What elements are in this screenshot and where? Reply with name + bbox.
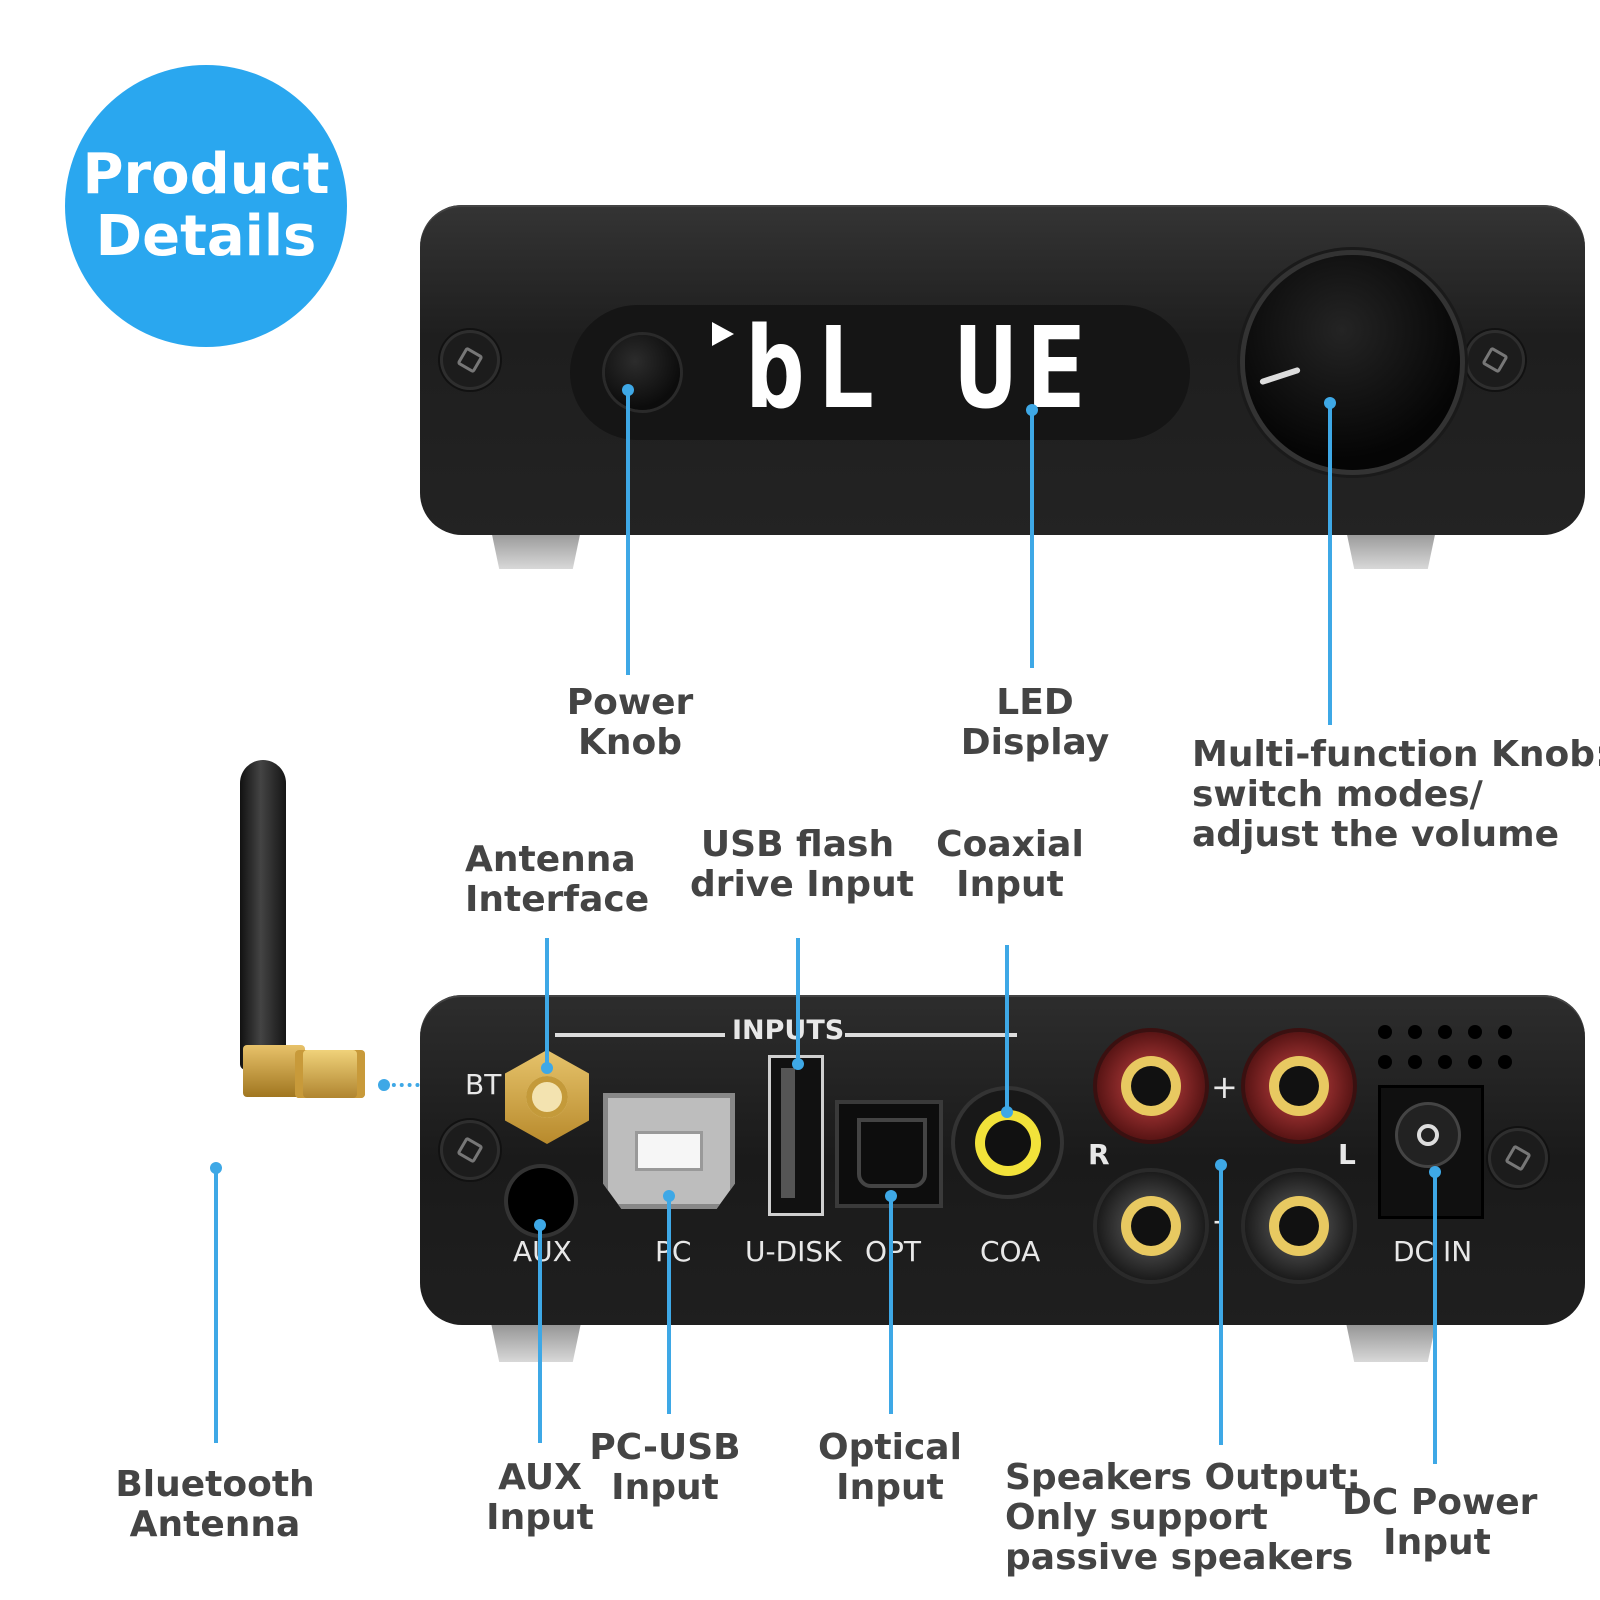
leader-dc-power	[1433, 1172, 1437, 1464]
callout-led-display: LED Display	[960, 682, 1110, 763]
leader-dot-coaxial	[1001, 1106, 1013, 1118]
power-knob[interactable]	[605, 335, 680, 410]
leader-dot-multi-knob	[1324, 397, 1336, 409]
led-play-indicator-icon	[712, 322, 734, 346]
port-label-coa: COA	[980, 1235, 1041, 1268]
usb-flash-port[interactable]	[768, 1055, 824, 1216]
callout-usb-flash: USB flash drive Input	[690, 824, 914, 905]
leader-dot-aux-input	[534, 1219, 546, 1231]
port-label-dcin: DC IN	[1393, 1235, 1473, 1268]
leader-dot-dc-power	[1429, 1166, 1441, 1178]
port-label-aux: AUX	[513, 1235, 572, 1268]
speaker-post-r-minus[interactable]	[1097, 1172, 1205, 1280]
speaker-post-l-minus[interactable]	[1245, 1172, 1353, 1280]
callout-dc-power: DC Power Input	[1342, 1482, 1538, 1563]
callout-aux-input: AUX Input	[486, 1457, 594, 1538]
back-foot-right	[1345, 1318, 1437, 1362]
vent-hole	[1468, 1025, 1482, 1039]
led-display-text: bL UE	[745, 302, 1097, 435]
antenna-connector-sma	[295, 1050, 365, 1098]
vent-hole	[1408, 1025, 1422, 1039]
leader-usb-flash	[796, 938, 800, 1063]
vent-hole	[1468, 1055, 1482, 1069]
leader-speakers	[1219, 1165, 1223, 1445]
back-screw-right-icon	[1488, 1128, 1548, 1188]
vent-hole	[1408, 1055, 1422, 1069]
callout-power-knob: Power Knob	[566, 682, 694, 763]
antenna-link-dot	[378, 1079, 390, 1091]
leader-dot-bluetooth-antenna	[210, 1162, 222, 1174]
port-label-opt: OPT	[865, 1235, 922, 1268]
leader-dot-speakers	[1215, 1159, 1227, 1171]
vent-hole	[1498, 1025, 1512, 1039]
leader-dot-optical	[885, 1190, 897, 1202]
port-label-pc: PC	[655, 1235, 692, 1268]
callout-optical: Optical Input	[818, 1427, 962, 1508]
badge-line-2: Details	[95, 204, 317, 269]
callout-bluetooth-antenna: Bluetooth Antenna	[115, 1464, 315, 1545]
vent-hole	[1438, 1055, 1452, 1069]
leader-power-knob	[626, 390, 630, 675]
leader-dot-power-knob	[622, 384, 634, 396]
leader-dot-usb-flash	[792, 1058, 804, 1070]
dc-power-port[interactable]	[1398, 1105, 1458, 1165]
product-details-badge: Product Details	[65, 65, 347, 347]
optical-input-port[interactable]	[835, 1100, 943, 1208]
pc-usb-port[interactable]	[603, 1093, 735, 1209]
callout-multi-knob: Multi-function Knob: switch modes/ adjus…	[1192, 734, 1600, 855]
callout-antenna-interface: Antenna Interface	[465, 839, 650, 920]
leader-multi-knob	[1328, 403, 1332, 725]
port-label-plus: +	[1211, 1068, 1238, 1106]
port-label-l: L	[1338, 1138, 1356, 1171]
back-screw-left-icon	[440, 1120, 500, 1180]
leader-dot-led-display	[1026, 404, 1038, 416]
leader-bluetooth-antenna	[214, 1168, 218, 1443]
callout-coaxial: Coaxial Input	[936, 824, 1084, 905]
vent-hole	[1378, 1055, 1392, 1069]
inputs-divider-left	[555, 1033, 725, 1037]
multi-function-knob[interactable]	[1245, 255, 1460, 470]
front-screw-right-icon	[1465, 330, 1525, 390]
bluetooth-antenna	[228, 760, 298, 1085]
speaker-post-l-plus[interactable]	[1245, 1032, 1353, 1140]
antenna-body	[240, 760, 286, 1070]
back-foot-left	[490, 1318, 582, 1362]
inputs-divider-right	[845, 1033, 1017, 1037]
badge-line-1: Product	[82, 142, 330, 207]
port-label-udisk: U-DISK	[745, 1235, 842, 1268]
callout-speakers: Speakers Output: Only support passive sp…	[1005, 1457, 1361, 1578]
vent-hole	[1378, 1025, 1392, 1039]
leader-led-display	[1030, 410, 1034, 668]
leader-dot-antenna-interface	[541, 1062, 553, 1074]
antenna-connector-elbow	[243, 1045, 305, 1097]
port-label-r: R	[1088, 1138, 1110, 1171]
port-label-minus: -	[1213, 1204, 1225, 1236]
leader-pc-usb	[667, 1196, 671, 1414]
speaker-post-r-plus[interactable]	[1097, 1032, 1205, 1140]
port-label-bt: BT	[465, 1068, 502, 1101]
leader-coaxial	[1005, 945, 1009, 1110]
leader-aux-input	[538, 1225, 542, 1443]
leader-dot-pc-usb	[663, 1190, 675, 1202]
front-screw-left-icon	[440, 330, 500, 390]
vent-hole	[1498, 1055, 1512, 1069]
callout-pc-usb: PC-USB Input	[589, 1427, 741, 1508]
inputs-label: INPUTS	[732, 1015, 845, 1046]
leader-optical	[889, 1196, 893, 1414]
vent-hole	[1438, 1025, 1452, 1039]
leader-antenna-interface	[545, 938, 549, 1068]
